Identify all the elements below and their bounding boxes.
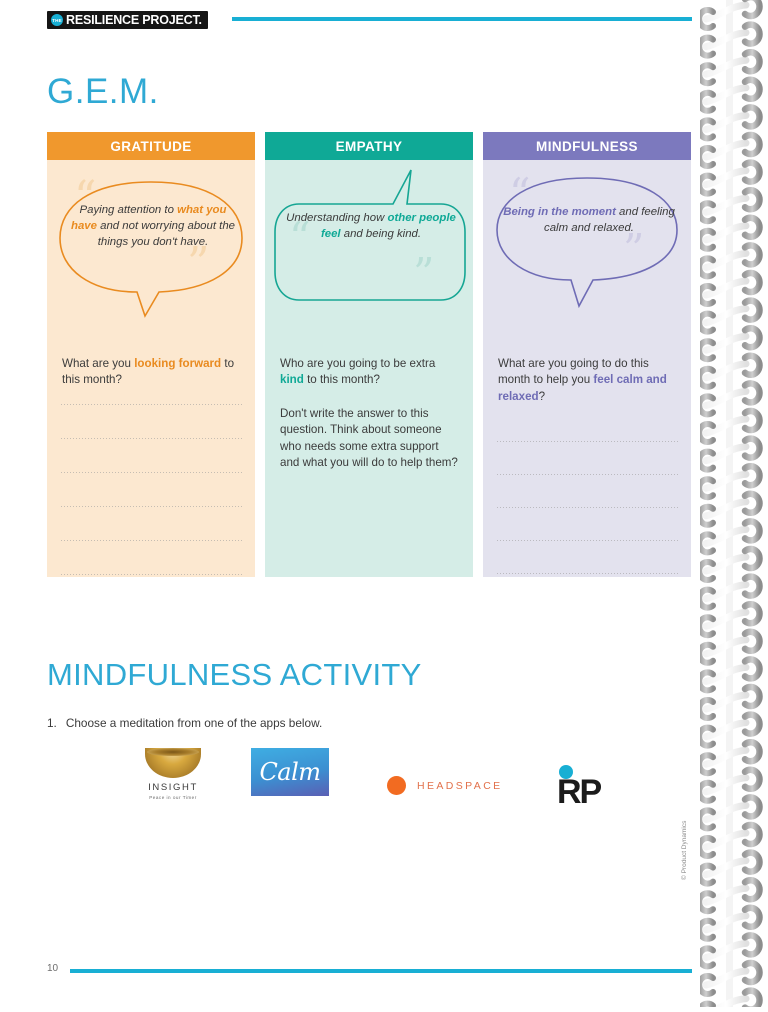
- worksheet-page: THE RESILIENCE PROJECT. G.E.M. GRATITUDE…: [47, 11, 692, 974]
- question-emphasis: kind: [280, 373, 304, 387]
- writing-line[interactable]: [61, 472, 243, 473]
- app-rp[interactable]: RP: [557, 765, 602, 811]
- app-calm[interactable]: Calm: [251, 748, 329, 796]
- headspace-dot-icon: [387, 776, 406, 795]
- page-title: G.E.M.: [47, 72, 159, 111]
- quote-prefix: Paying attention to: [79, 204, 178, 216]
- question-mindfulness: What are you going to do this month to h…: [498, 356, 679, 405]
- app-insight-timer[interactable]: INSIGHT Peace in our Timer: [145, 748, 201, 800]
- column-body-mindfulness: “ ” Being in the moment and feeling calm…: [483, 160, 691, 577]
- writing-lines-gratitude[interactable]: [61, 404, 243, 608]
- svg-text:”: ”: [413, 249, 434, 298]
- writing-line[interactable]: [61, 540, 243, 541]
- svg-text:“: “: [74, 172, 97, 223]
- footer-rule: [70, 969, 692, 973]
- header-rule: [232, 17, 692, 21]
- question-prefix: Who are you going to be extra: [280, 357, 436, 370]
- bubble-text-gratitude: Paying attention to what you have and no…: [65, 202, 241, 251]
- app-headspace-name: HEADSPACE: [417, 779, 503, 792]
- column-gratitude: GRATITUDE “ ” Paying attention to what y…: [47, 132, 255, 577]
- app-logo-row: INSIGHT Peace in our Timer Calm HEADSPAC…: [47, 748, 647, 833]
- singing-bowl-icon: [145, 748, 201, 778]
- question-suffix: to this month?: [62, 357, 235, 387]
- writing-line[interactable]: [61, 404, 243, 405]
- question-empathy: Who are you going to be extra kind to th…: [280, 356, 461, 389]
- quote-suffix: and being kind.: [340, 228, 422, 241]
- column-body-gratitude: “ ” Paying attention to what you have an…: [47, 160, 255, 577]
- question-empathy-detail: Don't write the answer to this question.…: [280, 407, 458, 470]
- spiral-binding: [696, 0, 768, 1012]
- column-header-gratitude: GRATITUDE: [47, 132, 255, 160]
- copyright-notice: © Product Dynamics: [681, 820, 688, 880]
- question-prefix: What are you: [62, 357, 135, 370]
- quote-emphasis: what you have: [70, 204, 227, 233]
- column-mindfulness: MINDFULNESS “ ” Being in the moment and …: [483, 132, 691, 577]
- column-empathy: EMPATHY “ ” Understanding how other peop…: [265, 132, 473, 577]
- writing-line[interactable]: [497, 507, 679, 508]
- writing-line[interactable]: [61, 574, 243, 575]
- app-calm-name: Calm: [259, 758, 321, 786]
- logo-badge-the: THE: [51, 14, 63, 26]
- writing-line[interactable]: [497, 441, 679, 442]
- question-suffix: ?: [538, 389, 546, 403]
- activity-title: MINDFULNESS ACTIVITY: [47, 657, 422, 692]
- question-emphasis: looking forward: [134, 357, 222, 370]
- writing-lines-mindfulness[interactable]: [497, 441, 679, 606]
- svg-text:“: “: [509, 169, 530, 218]
- activity-item-text: Choose a meditation from one of the apps…: [65, 716, 323, 730]
- speech-bubble-empathy: “ ” Understanding how other people feel …: [265, 160, 473, 320]
- writing-line[interactable]: [61, 506, 243, 507]
- app-rp-name: RP: [557, 773, 602, 811]
- svg-text:”: ”: [187, 238, 210, 289]
- app-insight-tagline: Peace in our Timer: [149, 795, 197, 800]
- question-prefix: What are you going to do this month to h…: [498, 357, 649, 387]
- question-suffix: to this month?: [303, 373, 380, 387]
- svg-text:“: “: [289, 213, 310, 262]
- column-body-empathy: “ ” Understanding how other people feel …: [265, 160, 473, 577]
- calm-logo-icon: Calm: [251, 748, 329, 796]
- writing-line[interactable]: [497, 474, 679, 475]
- quote-suffix: and feeling calm and relaxed.: [544, 206, 675, 235]
- bubble-text-empathy: Understanding how other people feel and …: [283, 210, 459, 242]
- page-number: 10: [47, 963, 59, 974]
- speech-bubble-gratitude: “ ” Paying attention to what you have an…: [47, 160, 255, 320]
- writing-line[interactable]: [497, 540, 679, 541]
- question-emphasis: feel calm and relaxed: [498, 373, 667, 403]
- resilience-project-logo: THE RESILIENCE PROJECT.: [47, 11, 208, 29]
- activity-item-number: 1.: [47, 716, 57, 730]
- bubble-shape-icon: “ ”: [59, 172, 243, 318]
- quote-emphasis: other people feel: [320, 212, 456, 241]
- app-headspace[interactable]: HEADSPACE: [387, 776, 503, 795]
- bubble-shape-icon: “ ”: [274, 169, 466, 301]
- svg-text:”: ”: [623, 225, 644, 274]
- quote-prefix: Understanding how: [286, 212, 388, 224]
- bubble-shape-icon: “ ”: [496, 169, 678, 309]
- gem-columns: GRATITUDE “ ” Paying attention to what y…: [47, 132, 691, 577]
- speech-bubble-mindfulness: “ ” Being in the moment and feeling calm…: [483, 160, 691, 320]
- quote-emphasis: Being in the moment: [503, 206, 616, 218]
- question-gratitude: What are you looking forward to this mon…: [62, 356, 243, 389]
- quote-suffix: and not worrying about the things you do…: [96, 220, 235, 249]
- column-header-empathy: EMPATHY: [265, 132, 473, 160]
- activity-item-1: 1. Choose a meditation from one of the a…: [47, 716, 322, 730]
- logo-wordmark: RESILIENCE PROJECT.: [66, 13, 202, 27]
- app-insight-name: INSIGHT: [148, 782, 198, 793]
- bubble-text-mindfulness: Being in the moment and feeling calm and…: [501, 204, 677, 236]
- column-header-mindfulness: MINDFULNESS: [483, 132, 691, 160]
- spiral-coils-icon: [696, 0, 763, 1012]
- writing-line[interactable]: [497, 573, 679, 574]
- rp-dot-icon: [559, 765, 573, 779]
- writing-line[interactable]: [61, 438, 243, 439]
